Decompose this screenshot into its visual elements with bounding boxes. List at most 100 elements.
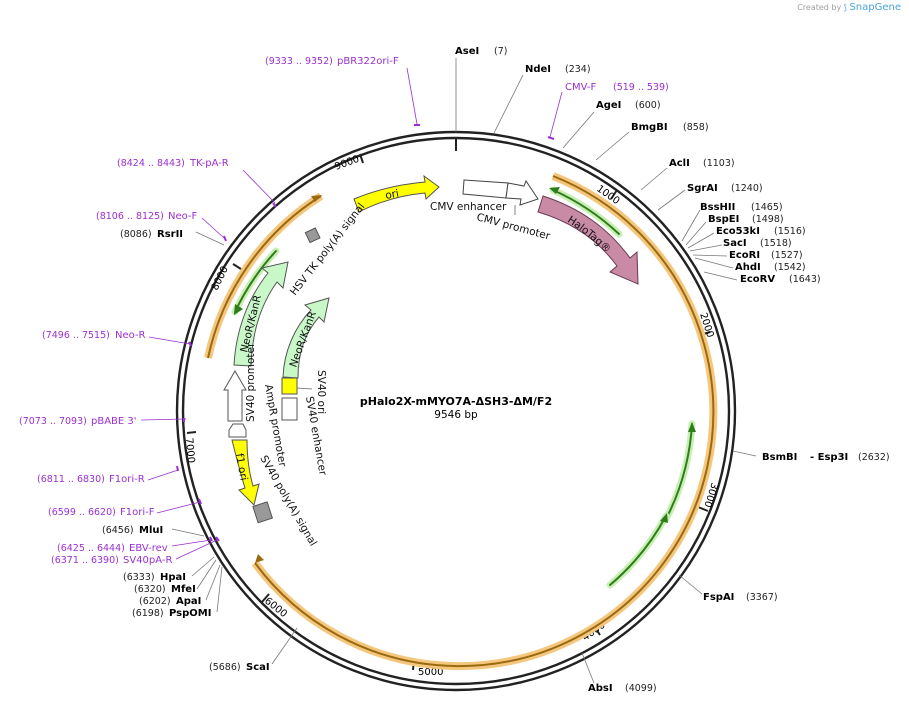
snapgene-credit: Created by ⟆ SnapGene [797, 2, 901, 13]
svg-text:pBR322ori-F: pBR322ori-F [337, 56, 399, 67]
credit-brand: SnapGene [849, 2, 901, 13]
enzyme-eco53ki: Eco53kI(1516) [716, 226, 806, 237]
ori-label: ori [384, 188, 400, 202]
svg-text:(6320): (6320) [134, 584, 166, 595]
svg-text:ScaI: ScaI [246, 662, 270, 673]
cmv-enhancer-label: CMV enhancer [430, 201, 507, 213]
svg-text:(9333 .. 9352): (9333 .. 9352) [265, 56, 333, 67]
primer-tk-pa-r: (8424 .. 8443)TK-pA-R [117, 158, 229, 169]
svg-text:(234): (234) [565, 64, 591, 75]
svg-text:(1643): (1643) [789, 274, 821, 285]
tick-mark-8000 [232, 263, 242, 270]
tick-mark-3000 [697, 506, 709, 512]
svg-text:MluI: MluI [139, 525, 163, 536]
svg-text:FspAI: FspAI [703, 592, 734, 603]
primer-pbr322ori-f: (9333 .. 9352) pBR322ori-F [265, 56, 399, 67]
svg-text:(6371 .. 6390): (6371 .. 6390) [51, 555, 119, 566]
enzyme-hpai: (6333)HpaI [123, 572, 186, 583]
svg-text:(6599 .. 6620): (6599 .. 6620) [48, 507, 116, 518]
svg-text:(1527): (1527) [771, 250, 803, 261]
svg-text:AgeI: AgeI [596, 100, 621, 111]
svg-text:(1103): (1103) [703, 158, 735, 169]
svg-text:BsmBI: BsmBI [762, 452, 797, 463]
svg-text:SV40pA-R: SV40pA-R [123, 555, 172, 566]
tick-mark-7000 [186, 431, 197, 434]
enzyme-rsrii: (8086) RsrII [120, 229, 183, 240]
svg-text:HpaI: HpaI [160, 572, 186, 583]
green-orf-arrows [231, 186, 696, 589]
primer-ebv-rev: (6425 .. 6444)EBV-rev [57, 543, 168, 554]
svg-text:AseI: AseI [455, 46, 479, 57]
primer-f1ori-r: (6811 .. 6830) F1ori-R [37, 474, 145, 485]
tick-mark-6000 [261, 593, 270, 603]
green-arrow-right-upper [662, 420, 696, 523]
tick-label-5000: 5000 [418, 667, 443, 678]
sv40-promoter-label: SV40 promoter [245, 342, 257, 422]
svg-text:F1ori-R: F1ori-R [109, 474, 145, 485]
svg-text:(6198): (6198) [132, 608, 164, 619]
svg-text:(6456): (6456) [102, 525, 134, 536]
svg-text:(7073 .. 7093): (7073 .. 7093) [19, 416, 87, 427]
enzyme-asei: AseI (7) [455, 46, 507, 57]
svg-text:AbsI: AbsI [588, 683, 613, 694]
enzyme-saci: SacI(1518) [723, 238, 792, 249]
orf-arc-upper-left [204, 192, 324, 359]
svg-text:CMV-F: CMV-F [565, 82, 596, 93]
svg-text:EBV-rev: EBV-rev [129, 543, 168, 554]
svg-text:F1ori-F: F1ori-F [120, 507, 155, 518]
svg-text:Eco53kI: Eco53kI [716, 226, 760, 237]
orf-arcs [204, 172, 718, 671]
svg-text:SacI: SacI [723, 238, 747, 249]
svg-text:(6811 .. 6830): (6811 .. 6830) [37, 474, 105, 485]
enzyme-ndei: NdeI(234) [525, 64, 591, 75]
svg-text:BspEI: BspEI [708, 214, 739, 225]
feature-sv40-polya: SV40 poly(A) signal [252, 454, 319, 549]
enzyme-mlui: (6456) MluI [102, 525, 163, 536]
enzyme-pspomi: (6198) PspOMI [132, 608, 211, 619]
svg-text:(7): (7) [494, 46, 507, 57]
green-arrow-left [231, 247, 280, 316]
svg-text:(8086): (8086) [120, 229, 152, 240]
enzyme-labels: AseI(7) NdeI(234) AgeI(600) BmgBI(858) A… [102, 46, 890, 694]
coordinate-ticks [186, 138, 711, 671]
svg-text:(1240): (1240) [731, 183, 763, 194]
svg-text:ApaI: ApaI [176, 596, 201, 607]
svg-text:(8106 .. 8125): (8106 .. 8125) [96, 211, 164, 222]
orf-arc-main [251, 172, 718, 671]
enzyme-acli: AclI (1103) [669, 158, 735, 169]
snapgene-logo-icon: ⟆ [843, 3, 847, 12]
feature-neor-inner: NeoR/KanR [282, 297, 330, 379]
svg-text:MfeI: MfeI [171, 584, 196, 595]
svg-text:(1542): (1542) [774, 262, 806, 273]
feature-cmv-enhancer: CMV enhancer [430, 179, 509, 213]
primer-neo-f: (8106 .. 8125)Neo-F [96, 211, 198, 222]
svg-text:Neo-R: Neo-R [115, 330, 146, 341]
primer-f1ori-f: (6599 .. 6620) F1ori-F [48, 507, 155, 518]
svg-text:AclI: AclI [669, 158, 690, 169]
sv40-ori-label: SV40 ori [315, 370, 327, 414]
svg-text:PspOMI: PspOMI [169, 608, 211, 619]
svg-text:(6202): (6202) [139, 596, 171, 607]
svg-text:BmgBI: BmgBI [631, 122, 668, 133]
sv40-polya-label: SV40 poly(A) signal [257, 454, 319, 549]
enzyme-bspei: BspEI(1498) [708, 214, 784, 225]
primer-cmv-f: CMV-F (519 .. 539) [565, 82, 669, 93]
feature-ori: ori [353, 174, 440, 213]
svg-text:TK-pA-R: TK-pA-R [189, 158, 229, 169]
enzyme-mfei: (6320) MfeI [134, 584, 196, 595]
enzyme-scai: (5686)ScaI [209, 662, 270, 673]
svg-text:RsrII: RsrII [157, 229, 183, 240]
tick-label-9000: 9000 [333, 154, 361, 173]
cmv-promoter-label: CMV promoter [475, 211, 552, 242]
enzyme-apai: (6202) ApaI [139, 596, 201, 607]
tick-label-7000: 7000 [183, 437, 196, 463]
green-arrow-right-lower [606, 512, 670, 589]
plasmid-name: pHalo2X-mMYO7A-ΔSH3-ΔM/F2 [360, 395, 552, 408]
svg-text:(600): (600) [635, 100, 661, 111]
enzyme-leader-lines [171, 58, 757, 684]
svg-text:pBABE 3': pBABE 3' [91, 416, 137, 427]
svg-text:(519 .. 539): (519 .. 539) [613, 82, 669, 93]
svg-text:(2632): (2632) [858, 452, 890, 463]
enzyme-fspai: FspAI(3367) [703, 592, 778, 603]
feature-sv40-ori: SV40 ori [281, 370, 327, 414]
